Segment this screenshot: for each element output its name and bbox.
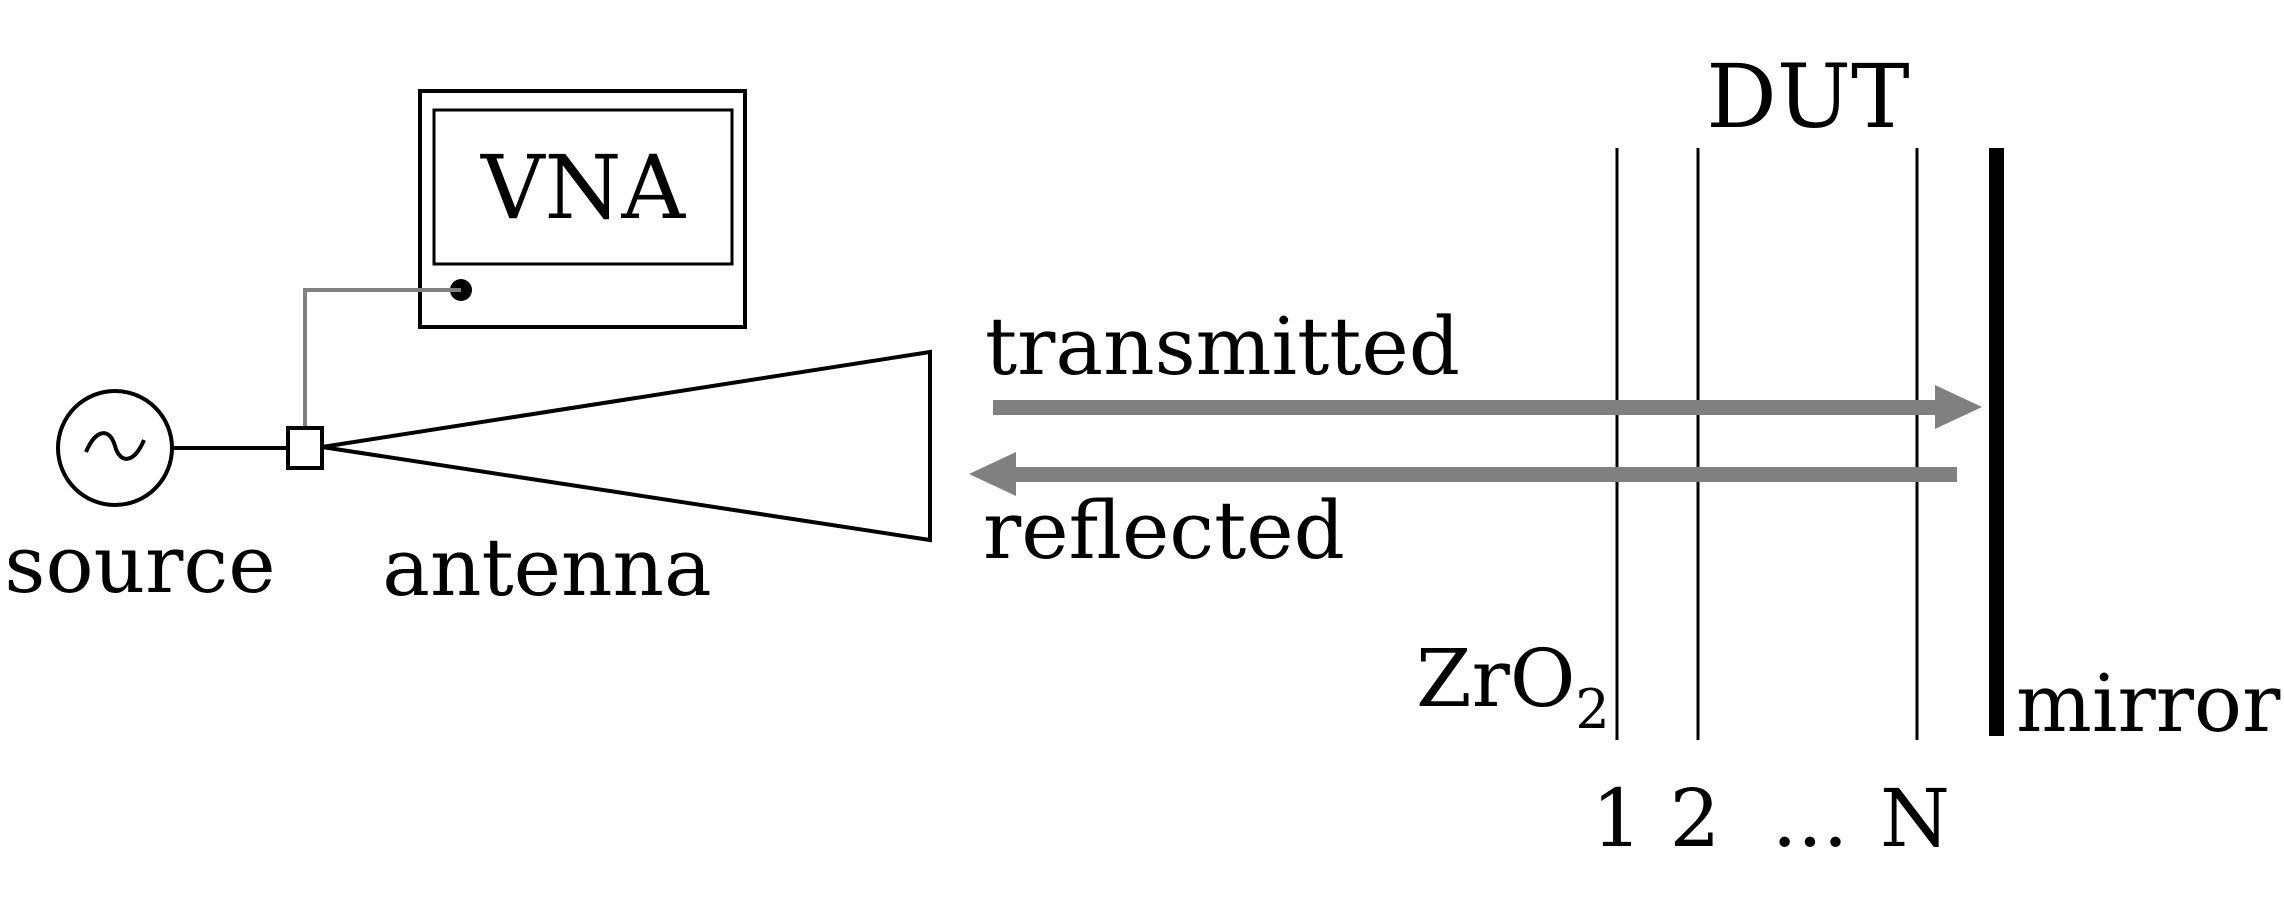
antenna-label: antenna [382,521,711,614]
vna-instrument: VNA [418,89,747,329]
layer-ellipsis: ... [1772,772,1848,865]
horn-antenna [321,349,932,543]
transmitted-label: transmitted [985,300,1460,393]
reflected-label: reflected [983,484,1345,577]
mirror-label: mirror [2016,657,2281,750]
layer-number-n: N [1880,772,1950,865]
zro2-subscript: 2 [1575,678,1609,741]
dut-label: DUT [1706,45,1909,148]
dut-layers [1615,148,1919,740]
reflected-beam-shaft [1010,467,1957,482]
ac-source [56,389,174,507]
transmitted-beam [993,385,1982,429]
vna-probe-wire [303,288,461,428]
zro2-label: ZrO2 [1416,632,1610,741]
coupler-box [286,426,324,470]
vna-outer-frame [418,89,747,329]
reflected-arrowhead [969,452,1016,496]
vna-label: VNA [480,136,687,239]
source-label: source [4,518,275,611]
vna-display [432,108,734,266]
ac-source-tilde-icon [84,431,146,461]
zro2-base: ZrO [1416,632,1575,725]
layer-number-2: 2 [1670,772,1721,865]
transmitted-arrowhead [1935,385,1982,429]
reflected-beam [969,452,1957,496]
mirror [1989,148,2004,736]
layer-number-1: 1 [1592,772,1643,865]
transmitted-beam-shaft [993,400,1938,415]
